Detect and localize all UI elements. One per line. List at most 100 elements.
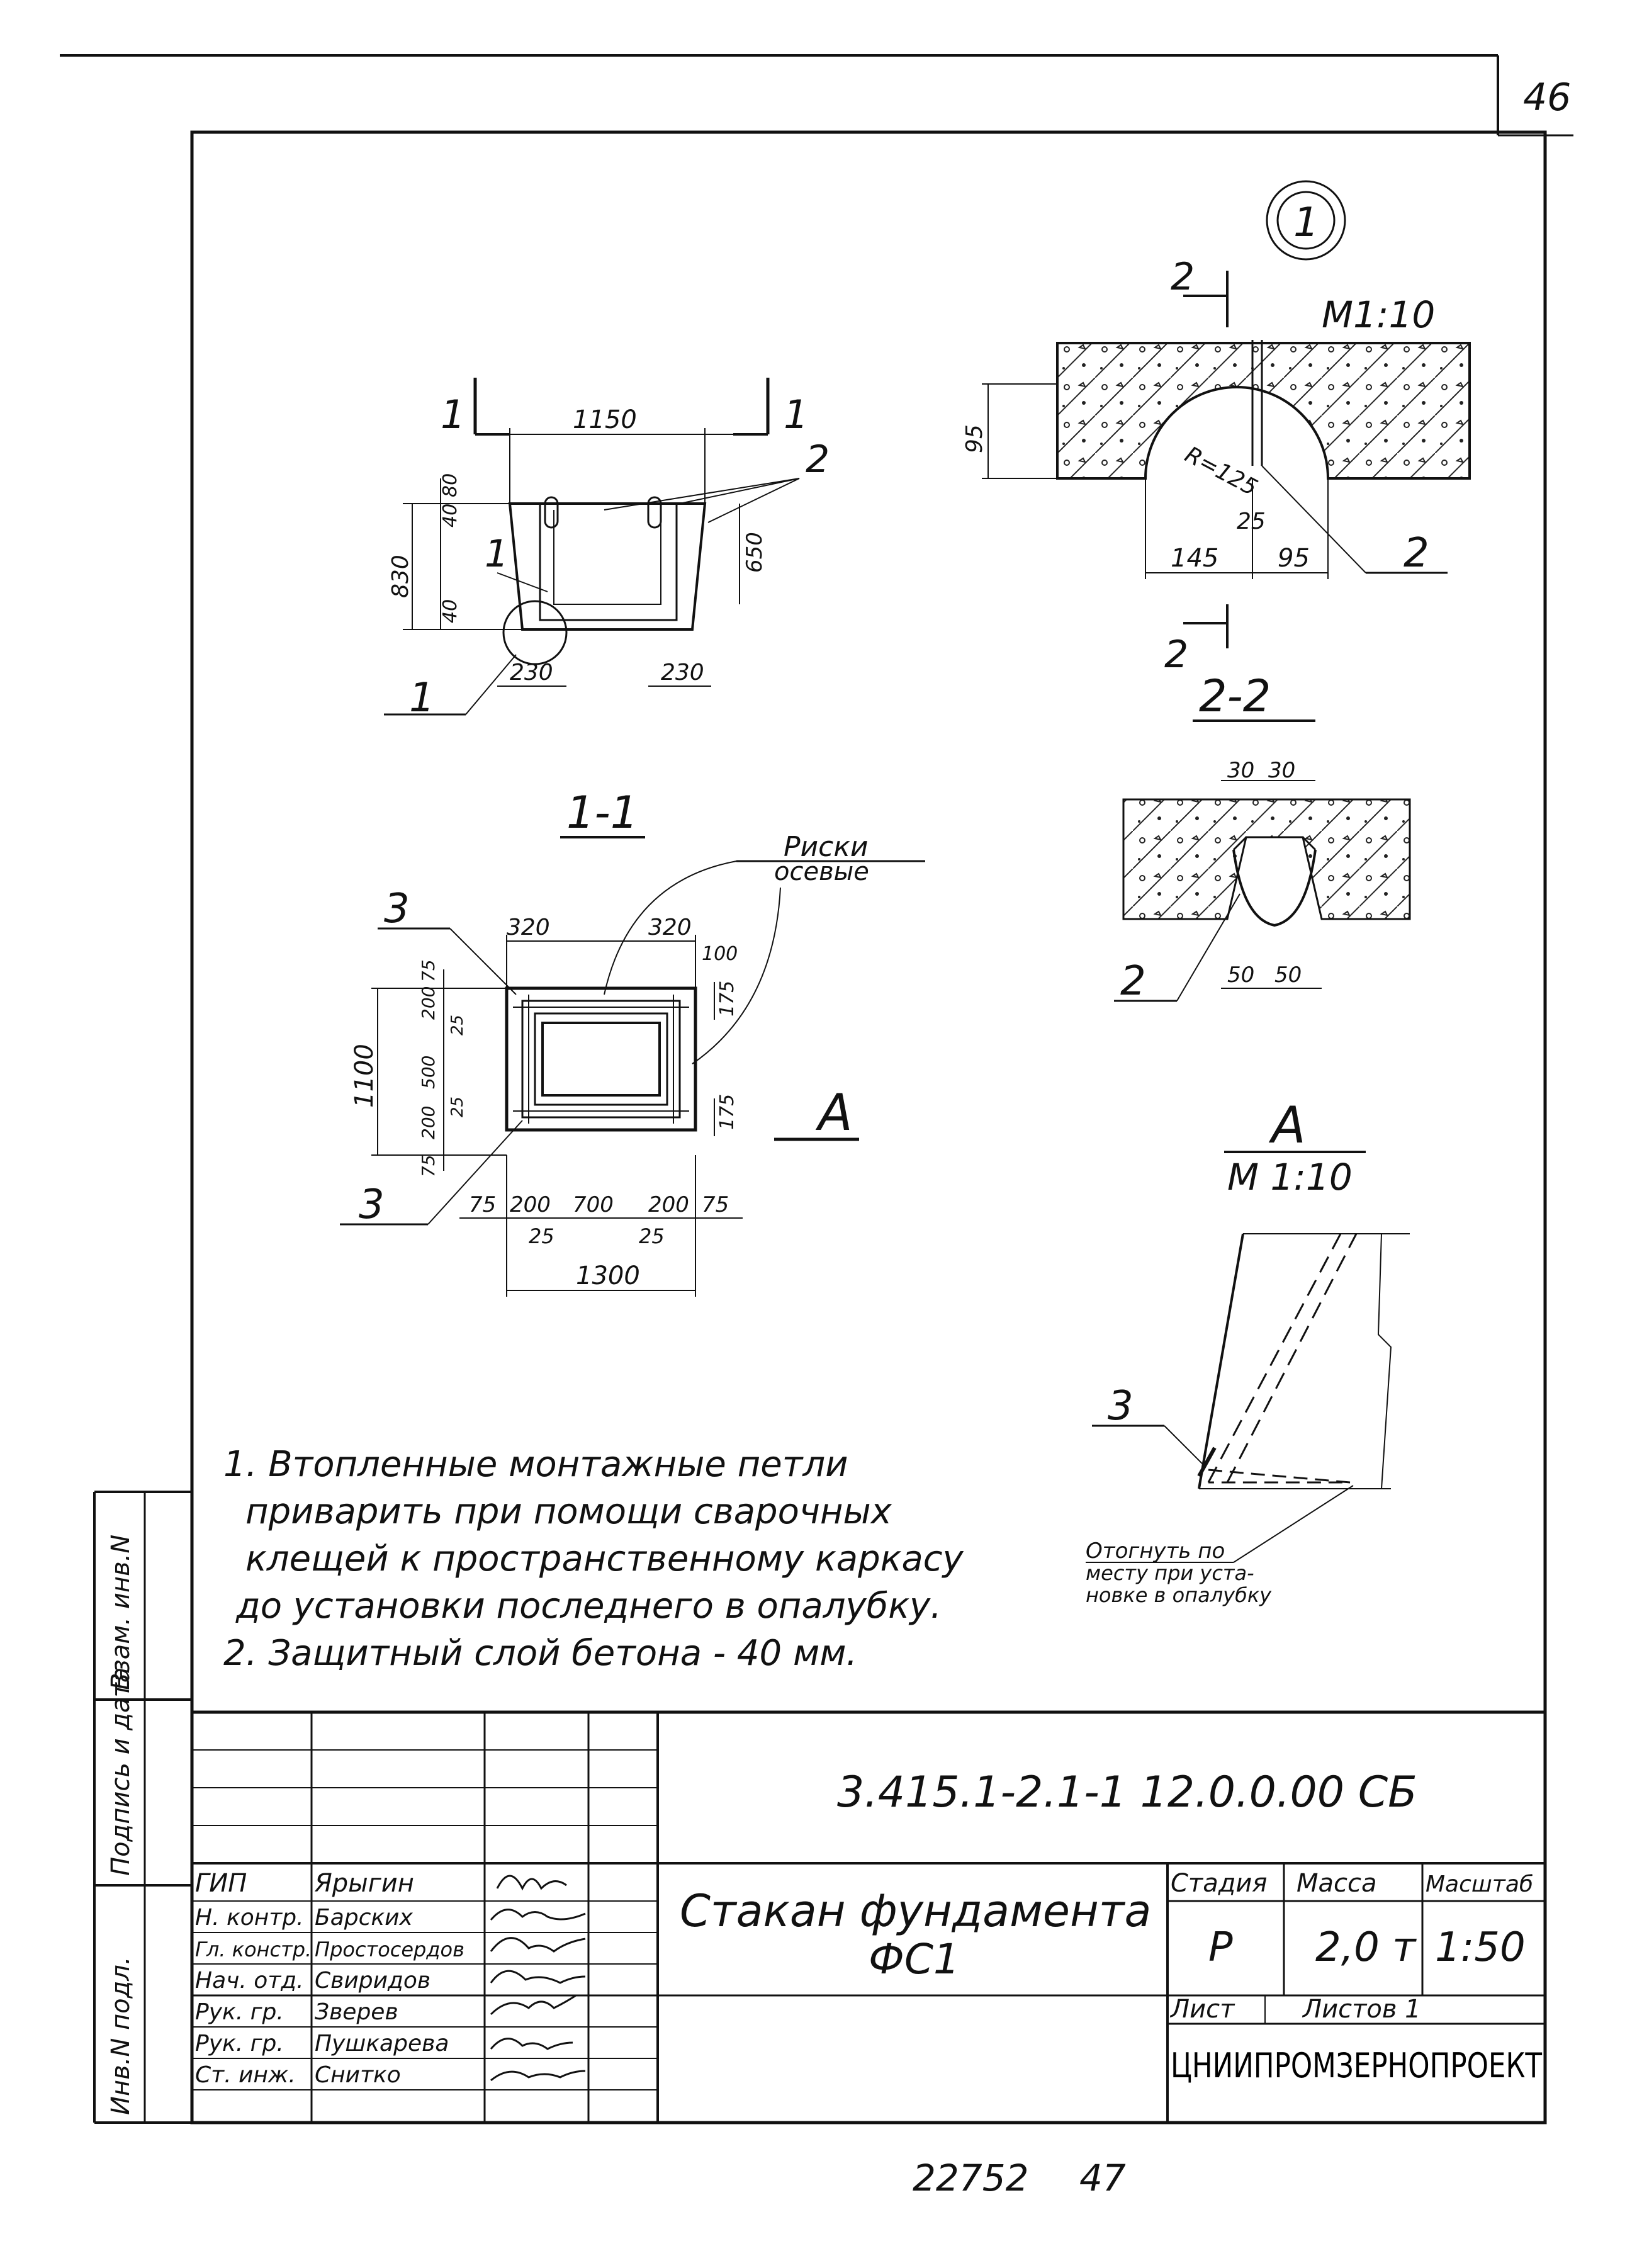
dim-25-bottom-right: 25 bbox=[639, 1224, 665, 1248]
section-mark-right: 1 bbox=[784, 392, 808, 437]
dim-1100: 1100 bbox=[350, 1044, 379, 1108]
section-mark-left: 1 bbox=[441, 392, 465, 437]
sheet-label: Лист bbox=[1169, 1995, 1235, 2024]
side-stamp: Инв.N подл. Подпись и дата Взам. инв.N bbox=[93, 1491, 192, 2124]
view-a: A M 1:10 3 Отогнуть по месту при уста- н… bbox=[1086, 1096, 1410, 1607]
callout-3-top: 3 bbox=[384, 886, 410, 932]
dim-75-top: 75 bbox=[418, 959, 439, 982]
dim-75-bottom-left: 75 bbox=[469, 1192, 496, 1217]
staff-role-4: Рук. гр. bbox=[195, 1999, 284, 2025]
cut-mark-bottom: 2 bbox=[1164, 633, 1188, 677]
section-2-2: 2-2 30 30 50 50 2 bbox=[1114, 670, 1411, 1005]
staff-name-5: Пушкарева bbox=[315, 2031, 449, 2056]
staff-name-6: Снитко bbox=[315, 2062, 401, 2088]
staff-role-3: Нач. отд. bbox=[195, 1968, 304, 1994]
staff-name-1: Барских bbox=[315, 1905, 413, 1931]
dim-25: 25 bbox=[1237, 509, 1266, 534]
risks-label-1: Риски bbox=[784, 831, 869, 863]
dim-200-bottom-right: 200 bbox=[648, 1192, 689, 1217]
stage-value: Р bbox=[1208, 1924, 1233, 1971]
callout-1: 1 bbox=[485, 532, 509, 576]
drawing-frame bbox=[190, 130, 1547, 2124]
page-number: 46 bbox=[1523, 76, 1571, 120]
dim-145: 145 bbox=[1171, 544, 1218, 573]
callout-3-bottom: 3 bbox=[359, 1182, 385, 1228]
note-line-4: до установки последнего в опалубку. bbox=[235, 1586, 942, 1627]
stamp-signature-date: Подпись и дата bbox=[106, 1667, 135, 1876]
note-line-1: 1. Втопленные монтажные петли bbox=[223, 1444, 848, 1485]
dim-830: 830 bbox=[388, 555, 413, 598]
inventory-number: 22752 bbox=[913, 2157, 1029, 2199]
detail-1-scale: M1:10 bbox=[1322, 293, 1435, 336]
general-notes: 1. Втопленные монтажные петли приварить … bbox=[223, 1444, 964, 1674]
staff-role-5: Рук. гр. bbox=[195, 2031, 284, 2056]
mass-header: Масса bbox=[1297, 1869, 1377, 1898]
dim-230-left: 230 bbox=[510, 660, 553, 685]
note-line-2: приварить при помощи сварочных bbox=[245, 1491, 892, 1532]
cut-mark-top: 2 bbox=[1171, 255, 1195, 299]
dim-95-horizontal: 95 bbox=[1278, 544, 1310, 573]
mass-value: 2,0 т bbox=[1315, 1924, 1417, 1971]
staff-name-0: Ярыгин bbox=[314, 1869, 414, 1898]
dim-75-bottom-right: 75 bbox=[702, 1192, 729, 1217]
view-a-title: A bbox=[1268, 1096, 1306, 1154]
title-block: 3.415.1-2.1-1 12.0.0.00 СБ Стакан фундам… bbox=[192, 1710, 1545, 2123]
dim-100: 100 bbox=[702, 943, 738, 965]
dim-30-right: 30 bbox=[1268, 758, 1295, 783]
view-a-note-line-2: месту при уста- bbox=[1086, 1561, 1254, 1585]
organization-name: ЦНИИПРОМЗЕРНОПРОЕКТ bbox=[1171, 2046, 1542, 2085]
view-a-note-line-3: новке в опалубку bbox=[1086, 1583, 1272, 1607]
section-2-2-title: 2-2 bbox=[1199, 670, 1271, 722]
document-name-line-2: ФС1 bbox=[869, 1935, 960, 1983]
staff-name-4: Зверев bbox=[315, 1999, 398, 2025]
dim-30-left: 30 bbox=[1227, 758, 1254, 783]
dim-25-bottom: 25 bbox=[448, 1097, 467, 1117]
staff-role-1: Н. контр. bbox=[195, 1905, 304, 1931]
dim-1300: 1300 bbox=[576, 1261, 640, 1290]
signatures bbox=[490, 1875, 586, 2082]
stage-header: Стадия bbox=[1171, 1869, 1267, 1898]
detail-marker: 1 bbox=[1293, 200, 1319, 246]
dim-50-right: 50 bbox=[1274, 962, 1302, 988]
document-code: 3.415.1-2.1-1 12.0.0.00 СБ bbox=[837, 1768, 1417, 1817]
dim-320-right: 320 bbox=[648, 915, 692, 940]
note-line-3: клещей к пространственному каркасу bbox=[245, 1538, 964, 1579]
dim-230-right: 230 bbox=[661, 660, 704, 685]
view-a-note-line-1: Отогнуть по bbox=[1086, 1538, 1225, 1564]
staff-name-2: Простосердов bbox=[315, 1938, 464, 1961]
callout-2: 2 bbox=[806, 437, 830, 482]
staff-role-2: Гл. констр. bbox=[195, 1938, 312, 1961]
stamp-vzam-inv: Взам. инв.N bbox=[106, 1535, 135, 1690]
risks-label-2: осевые bbox=[774, 857, 869, 886]
dim-25-top: 25 bbox=[448, 1015, 467, 1035]
document-name-line-1: Стакан фундамента bbox=[680, 1885, 1151, 1937]
note-line-5: 2. Защитный слой бетона - 40 мм. bbox=[223, 1633, 857, 1674]
dim-50-left: 50 bbox=[1227, 962, 1254, 988]
staff-role-0: ГИП bbox=[195, 1869, 247, 1898]
view-a-scale: M 1:10 bbox=[1227, 1156, 1353, 1199]
section-1-1-title: 1-1 bbox=[566, 787, 638, 838]
stamp-inv-podl: Инв.N подл. bbox=[106, 1956, 135, 2115]
dim-80: 80 bbox=[439, 473, 461, 497]
dim-40-top: 40 bbox=[439, 504, 461, 528]
bottom-page-number: 47 bbox=[1079, 2157, 1126, 2199]
dim-500: 500 bbox=[418, 1056, 439, 1089]
view-a-callout-3: 3 bbox=[1108, 1383, 1134, 1430]
dim-200-bottom: 200 bbox=[418, 1106, 439, 1139]
staff-role-6: Ст. инж. bbox=[195, 2062, 296, 2088]
dim-40-bottom: 40 bbox=[439, 599, 461, 623]
sheets-label: Листов 1 bbox=[1302, 1995, 1421, 2024]
detail-1-callout-2: 2 bbox=[1404, 530, 1429, 577]
dim-200-top: 200 bbox=[418, 986, 439, 1020]
dim-1150: 1150 bbox=[573, 405, 637, 434]
dim-700: 700 bbox=[573, 1192, 614, 1217]
section-2-2-callout-2: 2 bbox=[1120, 958, 1146, 1005]
staff-name-3: Свиридов bbox=[315, 1968, 430, 1994]
dim-320-left: 320 bbox=[507, 915, 550, 940]
dim-200-bottom-left: 200 bbox=[510, 1192, 551, 1217]
plan-view: 1 1 1150 830 80 40 40 650 230 bbox=[384, 378, 830, 721]
dim-radius: R=125 bbox=[1181, 442, 1262, 501]
scale-value: 1:50 bbox=[1435, 1924, 1526, 1971]
section-1-1: 1-1 Риски осевые 3 3 A 320 320 100 bbox=[340, 787, 925, 1297]
